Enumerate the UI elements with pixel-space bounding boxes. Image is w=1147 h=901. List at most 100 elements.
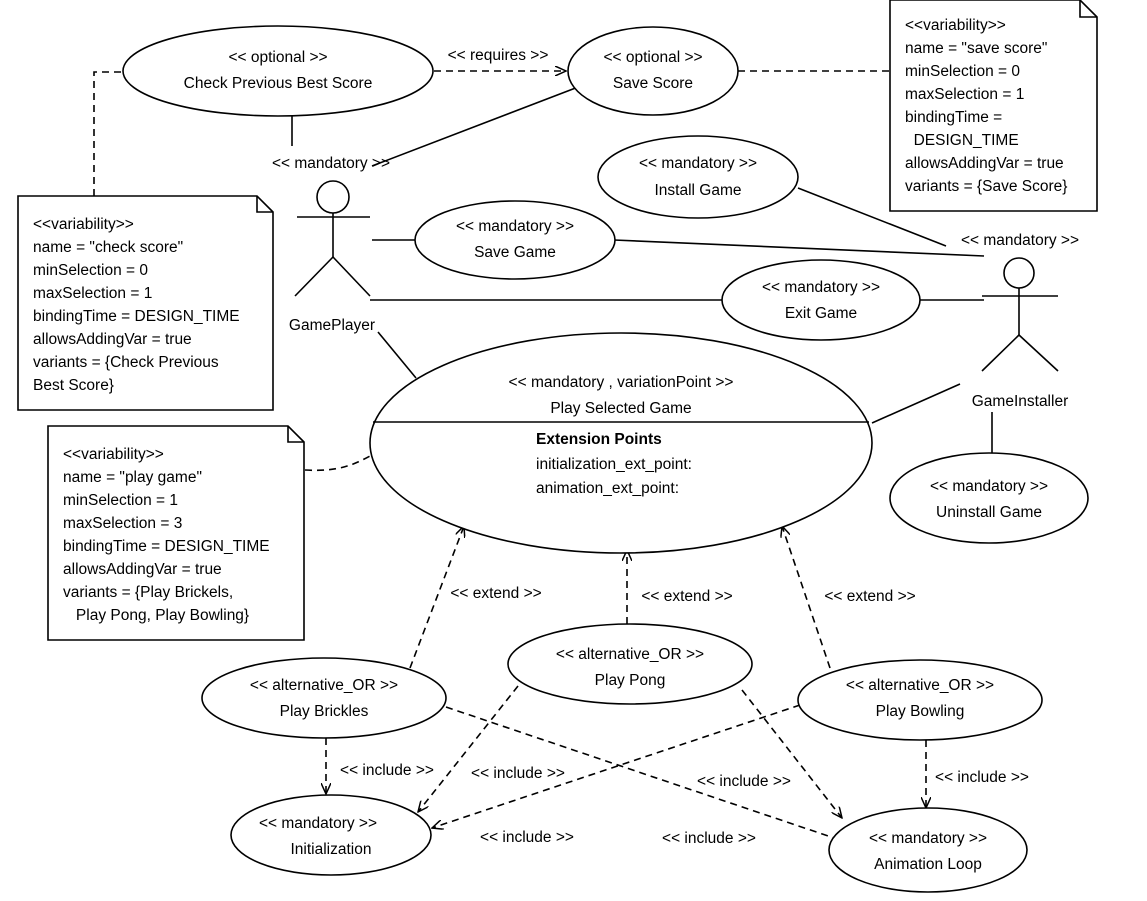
assoc-installer-save-game <box>613 239 985 257</box>
note-line: allowsAddingVar = true <box>63 561 222 578</box>
note-line: variants = {Check Previous <box>33 354 219 371</box>
include-label: << include >> <box>340 762 434 779</box>
use-case-name: Check Previous Best Score <box>184 75 373 92</box>
extend-brickles <box>409 526 464 669</box>
mandatory-label: << mandatory >> <box>272 155 390 172</box>
use-case-play-pong: << alternative_OR >> Play Pong <box>507 623 753 705</box>
requires-label: << requires >> <box>448 47 549 64</box>
use-case-name: Uninstall Game <box>936 504 1042 521</box>
extension-point: initialization_ext_point: <box>536 456 692 473</box>
use-case-name: Play Brickles <box>280 703 369 720</box>
use-case-name: Install Game <box>654 182 741 199</box>
note-check-score: <<variability>> name = "check score" min… <box>17 195 274 411</box>
include-pong-init <box>418 685 519 812</box>
use-case-uninstall-game: << mandatory >> Uninstall Game <box>889 452 1089 544</box>
stereotype-label: << mandatory >> <box>456 218 574 235</box>
note-anchor-play-game <box>304 454 373 472</box>
assoc-player-save-score <box>371 83 587 167</box>
note-line: minSelection = 0 <box>905 63 1020 80</box>
note-line: minSelection = 1 <box>63 492 178 509</box>
use-case-name: Save Score <box>613 75 693 92</box>
assoc-installer-install-game <box>797 187 947 247</box>
note-line: name = "save score" <box>905 40 1047 57</box>
note-line: maxSelection = 1 <box>33 285 152 302</box>
actor-game-player: GamePlayer <box>289 180 375 334</box>
actor-label: GamePlayer <box>289 317 375 334</box>
note-line: minSelection = 0 <box>33 262 148 279</box>
note-line: <<variability>> <box>33 216 134 233</box>
stereotype-label: << alternative_OR >> <box>556 646 704 663</box>
use-case-name: Play Pong <box>595 672 666 689</box>
stereotype-label: << alternative_OR >> <box>250 677 398 694</box>
stereotype-label: << mandatory >> <box>639 155 757 172</box>
use-case-name: Animation Loop <box>874 856 982 873</box>
note-play-game: <<variability>> name = "play game" minSe… <box>47 425 305 641</box>
actor-head <box>1003 257 1035 289</box>
note-line: allowsAddingVar = true <box>905 155 1064 172</box>
note-line: bindingTime = DESIGN_TIME <box>63 538 270 555</box>
relation-labels: << requires >> << mandatory >> << mandat… <box>272 47 1079 847</box>
note-line: Play Pong, Play Bowling} <box>63 607 249 624</box>
stereotype-label: << optional >> <box>228 49 327 66</box>
note-line: bindingTime = DESIGN_TIME <box>33 308 240 325</box>
use-case-name: Play Selected Game <box>550 400 691 417</box>
actor-label: GameInstaller <box>972 393 1068 410</box>
use-case-install-game: << mandatory >> Install Game <box>597 135 799 219</box>
use-case-save-game: << mandatory >> Save Game <box>414 200 616 280</box>
stereotype-label: << mandatory >> <box>869 830 987 847</box>
use-case-play-bowling: << alternative_OR >> Play Bowling <box>797 659 1043 741</box>
actor-head <box>316 180 350 214</box>
note-line: bindingTime = <box>905 109 1002 126</box>
use-case-name: Save Game <box>474 244 556 261</box>
extend-label: << extend >> <box>450 585 541 602</box>
include-pong-anim <box>741 689 842 818</box>
use-case-initialization: << mandatory >> Initialization <box>230 794 432 876</box>
stereotype-label: << mandatory >> <box>762 279 880 296</box>
use-case-name: Exit Game <box>785 305 857 322</box>
extension-point: animation_ext_point: <box>536 480 679 497</box>
stereotype-label: << alternative_OR >> <box>846 677 994 694</box>
use-case-save-score: << optional >> Save Score <box>567 26 739 116</box>
extend-bowling <box>782 526 831 669</box>
note-line: Best Score} <box>33 377 114 394</box>
use-case-name: Play Bowling <box>876 703 965 720</box>
stereotype-label: << optional >> <box>603 49 702 66</box>
stereotype-label: << mandatory , variationPoint >> <box>509 374 734 391</box>
note-line: variants = {Play Brickels, <box>63 584 233 601</box>
use-case-play-selected-game: << mandatory , variationPoint >> Play Se… <box>369 332 873 554</box>
include-brickles-anim <box>445 706 846 842</box>
actor-game-installer: GameInstaller <box>972 257 1068 410</box>
note-line: <<variability>> <box>905 17 1006 34</box>
include-bowling-init <box>432 704 801 828</box>
stereotype-label: << mandatory >> <box>259 815 377 832</box>
mandatory-label: << mandatory >> <box>961 232 1079 249</box>
include-label: << include >> <box>935 769 1029 786</box>
note-line: variants = {Save Score} <box>905 178 1067 195</box>
note-line: allowsAddingVar = true <box>33 331 192 348</box>
note-line: <<variability>> <box>63 446 164 463</box>
include-label: << include >> <box>480 829 574 846</box>
stereotype-label: << mandatory >> <box>930 478 1048 495</box>
note-line: name = "check score" <box>33 239 183 256</box>
note-save-score: <<variability>> name = "save score" minS… <box>889 0 1098 212</box>
note-line: maxSelection = 3 <box>63 515 182 532</box>
include-label: << include >> <box>662 830 756 847</box>
note-line: DESIGN_TIME <box>905 132 1019 149</box>
extension-points-title: Extension Points <box>536 431 662 448</box>
use-case-exit-game: << mandatory >> Exit Game <box>721 259 921 341</box>
connectors <box>93 71 993 842</box>
include-label: << include >> <box>471 765 565 782</box>
extend-label: << extend >> <box>641 588 732 605</box>
note-anchor-check-score <box>93 71 124 196</box>
extend-label: << extend >> <box>824 588 915 605</box>
use-case-name: Initialization <box>291 841 372 858</box>
use-case-play-brickles: << alternative_OR >> Play Brickles <box>201 657 447 739</box>
include-label: << include >> <box>697 773 791 790</box>
assoc-installer-play-game <box>871 383 961 424</box>
note-line: name = "play game" <box>63 469 202 486</box>
use-case-animation-loop: << mandatory >> Animation Loop <box>828 807 1028 893</box>
use-case-check-best-score: << optional >> Check Previous Best Score <box>122 25 434 117</box>
assoc-player-play-game <box>377 331 417 379</box>
note-line: maxSelection = 1 <box>905 86 1024 103</box>
